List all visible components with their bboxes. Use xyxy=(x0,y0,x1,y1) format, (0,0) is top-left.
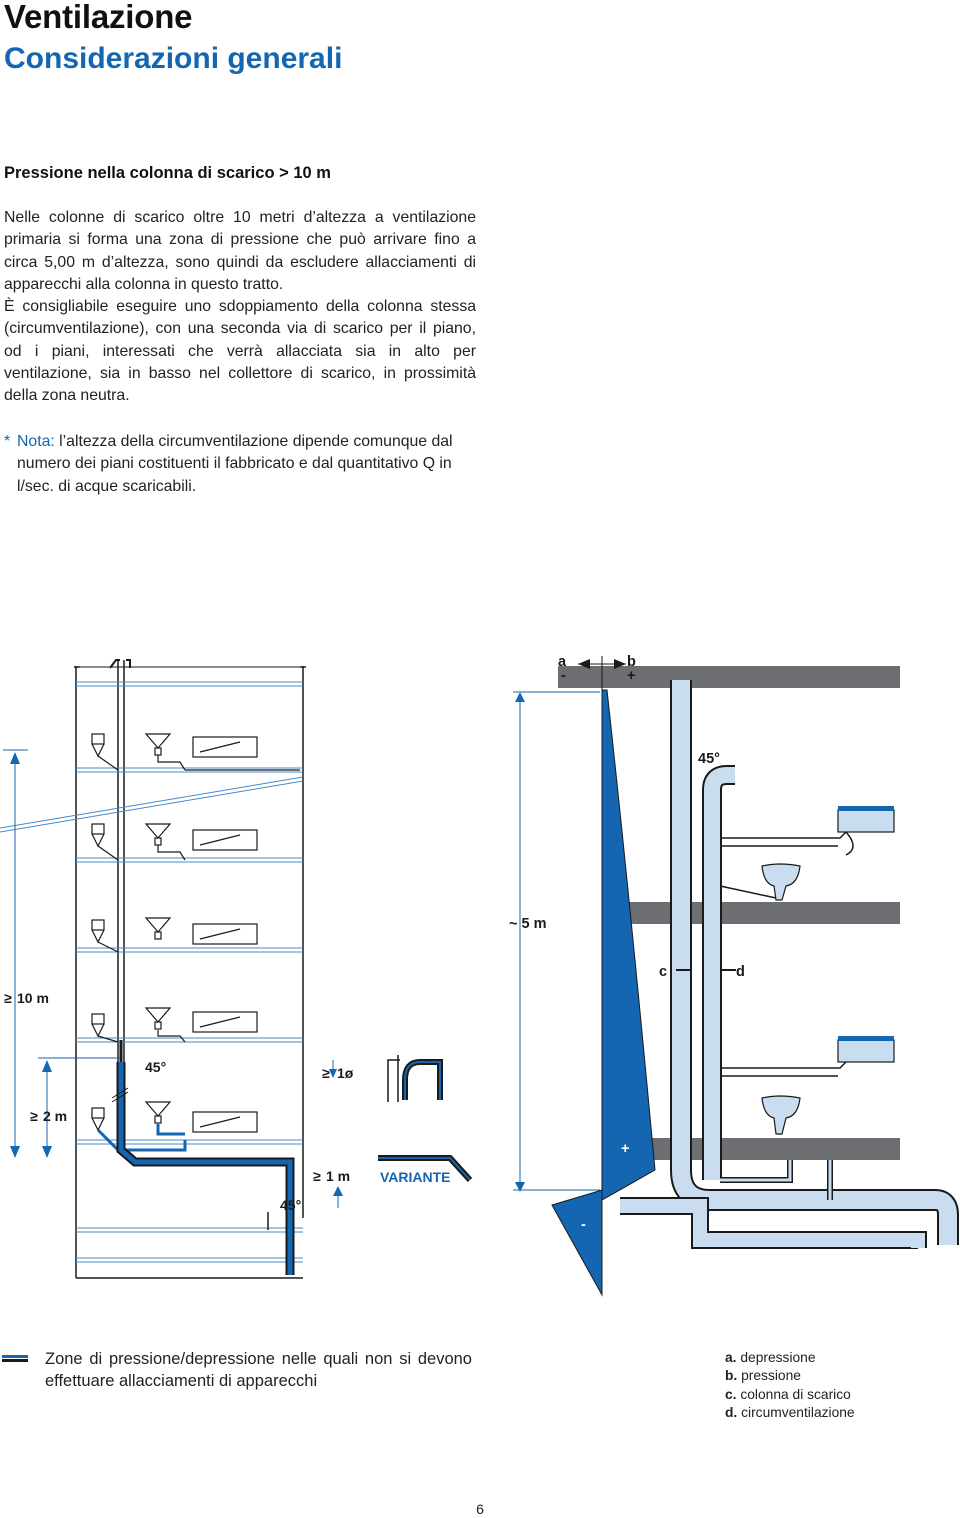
ventilation-diagram: ≥ 10 m ≥ 2 m 45° ≥ 1ø ≥ 1 m 45° VARIANTE xyxy=(0,654,959,1297)
minus-sign: - xyxy=(581,1217,586,1233)
section-heading: Pressione nella colonna di scarico > 10 … xyxy=(4,164,331,182)
fixtures xyxy=(91,733,300,1133)
note-label: Nota: xyxy=(17,433,55,450)
plus-sign: + xyxy=(621,1141,629,1157)
minus-marker xyxy=(575,1215,593,1233)
label-45-a: 45° xyxy=(145,1059,166,1075)
label-45-c: 45° xyxy=(698,751,720,767)
label-45-b: 45° xyxy=(280,1197,301,1213)
sign-b: + xyxy=(627,668,635,684)
discharge-column xyxy=(672,680,957,1245)
label-d: d xyxy=(736,964,745,980)
note: * Nota: l’altezza della circumventilazio… xyxy=(4,431,476,498)
note-text: l’altezza della circumventilazione dipen… xyxy=(17,433,453,495)
circumventilation-pipe xyxy=(704,767,735,1180)
ge-symbol-1o: ≥ xyxy=(322,1065,330,1081)
slab-top xyxy=(558,666,900,688)
legend-text: Zone di pressione/depressione nelle qual… xyxy=(45,1350,472,1390)
pressure-zone xyxy=(601,689,656,1201)
right-pressure-diagram xyxy=(513,656,959,1297)
label-a: a xyxy=(558,654,567,670)
ge-symbol-10m: ≥ xyxy=(4,990,12,1006)
legend-key-d: d. circumventilazione xyxy=(725,1405,855,1421)
label-10m: 10 m xyxy=(17,990,49,1006)
legend-keys: a. depressione b. pressione c. colonna d… xyxy=(725,1349,855,1423)
label-c: c xyxy=(659,964,667,980)
left-building xyxy=(0,659,473,1279)
label-b: b xyxy=(627,654,636,670)
paragraph-1: Nelle colonne di scarico oltre 10 metri … xyxy=(4,209,476,293)
page-subtitle: Considerazioni generali xyxy=(4,42,343,75)
sign-a: - xyxy=(561,668,566,684)
ge-symbol-2m: ≥ xyxy=(30,1108,38,1124)
label-variante: VARIANTE xyxy=(380,1169,451,1185)
page-title: Ventilazione xyxy=(4,0,193,35)
body-text: Nelle colonne di scarico oltre 10 metri … xyxy=(4,207,476,408)
legend-swatch xyxy=(2,1355,28,1362)
ge-symbol-1m: ≥ xyxy=(313,1168,321,1184)
label-1o: 1ø xyxy=(337,1065,354,1081)
note-asterisk: * xyxy=(4,433,11,450)
depression-zone xyxy=(551,1189,603,1297)
floor-lines xyxy=(76,681,303,1263)
legend-key-b: b. pressione xyxy=(725,1368,801,1384)
label-5m: ~ 5 m xyxy=(509,916,546,932)
paragraph-2: È consigliabile eseguire uno sdoppiament… xyxy=(4,298,476,405)
plus-marker xyxy=(617,1138,635,1156)
label-2m: 2 m xyxy=(43,1108,67,1124)
slab-middle xyxy=(612,902,900,924)
legend-key-c: c. colonna di scarico xyxy=(725,1386,851,1402)
slab-bottom xyxy=(612,1138,900,1160)
label-1m: 1 m xyxy=(326,1168,350,1184)
legend-key-a: a. depressione xyxy=(725,1350,816,1365)
page-number: 6 xyxy=(476,1501,484,1517)
